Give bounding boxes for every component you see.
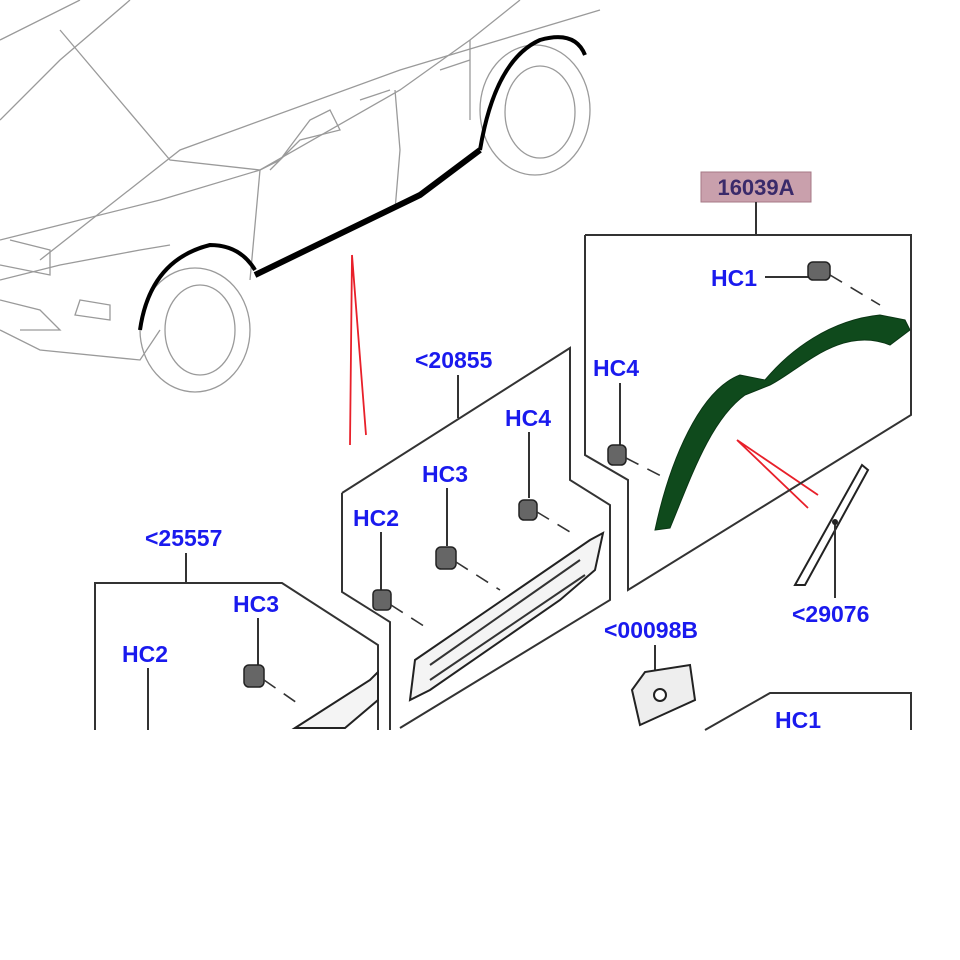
group-16039A: 16039A HC1 HC4 — [584, 171, 912, 592]
callout-20855[interactable]: <20855 — [415, 347, 493, 373]
callout-hc1: HC1 — [711, 265, 757, 291]
callout-hc4: HC4 — [593, 355, 639, 381]
pointer-lines-arch — [736, 439, 819, 509]
callout-hc2-left: HC2 — [122, 641, 168, 667]
wheel-arch-moulding[interactable] — [654, 314, 911, 531]
sill-moulding-front[interactable] — [408, 531, 605, 702]
sill-moulding-rear[interactable] — [291, 669, 379, 729]
callout-hc3-left: HC3 — [233, 591, 279, 617]
clip-hc4 — [607, 444, 627, 466]
callout-00098B[interactable]: <00098B — [604, 617, 698, 643]
callout-25557[interactable]: <25557 — [145, 525, 222, 551]
callout-29076[interactable]: <29076 — [792, 601, 869, 627]
pointer-lines-sill — [349, 254, 367, 446]
callout-hc4-mid: HC4 — [505, 405, 551, 431]
part-number-16039A[interactable]: 16039A — [717, 175, 794, 200]
callout-hc2-mid: HC2 — [353, 505, 399, 531]
vehicle-illustration — [0, 0, 601, 393]
highlight-label-box — [700, 171, 812, 203]
group-20855: <20855 HC4 HC3 HC2 — [341, 346, 611, 730]
callout-hc3-mid: HC3 — [422, 461, 468, 487]
callout-hc1-bottom: HC1 — [775, 707, 821, 733]
group-25557: <25557 HC3 HC2 — [94, 525, 379, 730]
clip-hc1 — [807, 261, 831, 281]
trim-piece-29076[interactable] — [793, 463, 870, 586]
